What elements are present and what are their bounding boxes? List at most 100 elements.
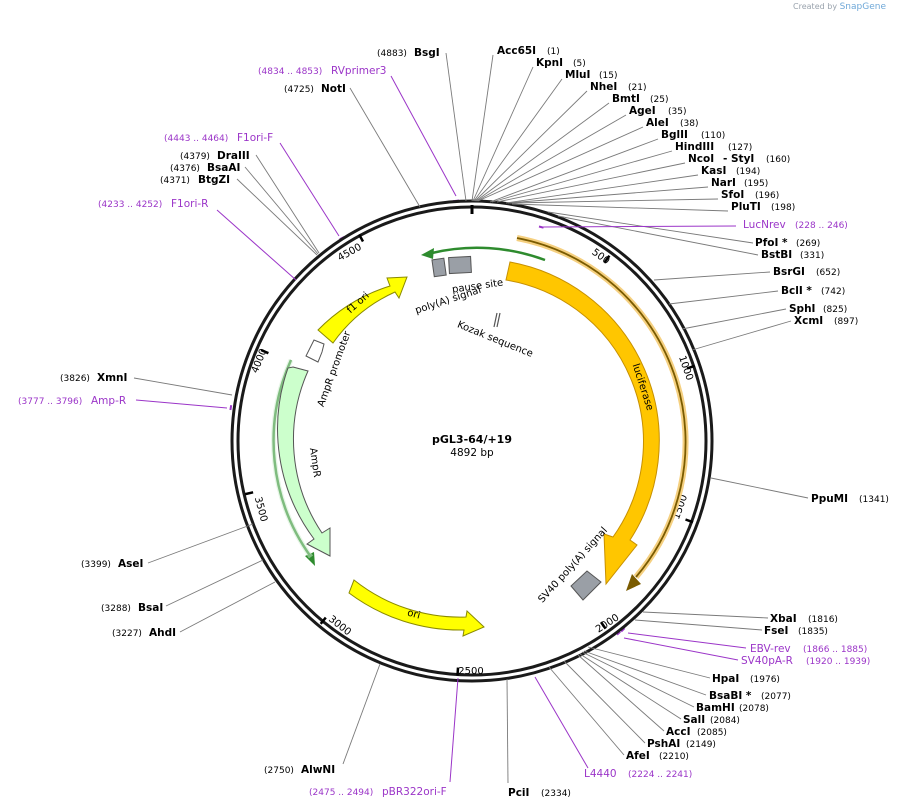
- site-acc65i: Acc65I(1): [497, 45, 560, 57]
- leader-hindiii: [491, 150, 673, 203]
- snapgene-logo: SnapGene: [839, 2, 886, 12]
- tick-1500: [685, 518, 694, 524]
- site-nari: NarI(195): [711, 177, 768, 189]
- site-ncoi-styi: NcoI-StyI(160): [688, 153, 790, 165]
- site-sali: SalI(2084): [683, 714, 740, 726]
- tick-3500: [245, 491, 254, 496]
- site-bsabi: BsaBI *(2077): [709, 690, 791, 702]
- site-bsgi: (4883)BsgI: [377, 47, 440, 59]
- leader-pluti: [511, 203, 729, 212]
- leader-afei: [548, 666, 625, 756]
- leader-nhei: [474, 90, 588, 202]
- ori-arrow: [348, 579, 485, 637]
- leader-pfoi: [547, 211, 754, 244]
- polya-signal-box: [431, 257, 447, 278]
- primer-labels: LucNrev(228 .. 246) EBV-rev(1866 .. 1885…: [18, 65, 870, 798]
- luciferase-arrow: [505, 261, 660, 586]
- leader-bcli: [668, 290, 779, 305]
- site-fsei: FseI(1835): [764, 625, 828, 637]
- leader-bsabi: [583, 650, 707, 696]
- tick-2500: [456, 667, 460, 676]
- site-pluti: PluTI(198): [731, 201, 795, 213]
- kozak-mark-1: [493, 312, 498, 328]
- site-kpni: KpnI(5): [536, 57, 586, 69]
- tick-label-4500: 4500: [336, 242, 364, 264]
- leader-f1ori-f: [279, 142, 340, 237]
- site-xbai: XbaI(1816): [770, 613, 838, 625]
- leader-bamhi: [581, 651, 695, 708]
- tick-marks: [245, 233, 696, 676]
- leader-sfoi: [509, 198, 719, 204]
- primer-mark-amp-r: [229, 405, 233, 411]
- site-noti: (4725)NotI: [284, 83, 346, 95]
- pause-site-box: [448, 255, 472, 275]
- leader-xcmi: [691, 320, 792, 351]
- site-alwni: (2750)AlwNI: [264, 764, 335, 776]
- plasmid-name: pGL3-64/+19: [432, 433, 512, 446]
- leader-ncoi: [496, 162, 686, 203]
- leader-acci: [577, 654, 665, 732]
- leader-btgzi: [236, 178, 318, 256]
- credit: Created by SnapGene: [793, 2, 886, 12]
- leader-mlui: [473, 78, 563, 202]
- credit-prefix: Created by: [793, 2, 838, 11]
- leader-sphi: [681, 308, 787, 330]
- site-draiii: (4379)DraIII: [180, 150, 250, 162]
- primer-leaders: [135, 75, 747, 783]
- tick-2000: [599, 621, 607, 630]
- leader-f1ori-r: [216, 209, 297, 281]
- leader-bsgi: [445, 52, 467, 202]
- ampr-arc-glow: [271, 358, 314, 559]
- leader-ahdi: [179, 581, 276, 633]
- site-sphi: SphI(825): [789, 303, 847, 315]
- primer-rvprimer3: (4834 .. 4853)RVprimer3: [258, 65, 387, 77]
- leader-bglii: [489, 138, 659, 203]
- tick-4000: [260, 348, 269, 355]
- leader-pcii: [506, 678, 509, 784]
- site-mlui: MluI(15): [565, 69, 617, 81]
- site-xmni: (3826)XmnI: [60, 372, 127, 384]
- leader-noti: [349, 87, 421, 208]
- site-bcli: BclI *(742): [781, 285, 845, 297]
- leader-rvprimer3: [390, 75, 457, 197]
- leader-xbai: [642, 611, 769, 619]
- site-xcmi: XcmI(897): [794, 315, 858, 327]
- site-labels-right: Acc65I(1) KpnI(5) MluI(15) NheI(21) BmtI…: [497, 45, 889, 799]
- leader-bsai: [165, 559, 264, 607]
- site-ppumi: PpuMI(1341): [811, 493, 889, 505]
- ori-label: ori: [406, 608, 421, 622]
- leader-fsei: [634, 619, 763, 631]
- primer-f1ori-f: (4443 .. 4464)F1ori-F: [164, 132, 273, 144]
- kozak-label: Kozak sequence: [455, 319, 534, 359]
- leader-lucnrev: [541, 225, 737, 228]
- primer-mark-lucnrev: [538, 225, 544, 229]
- site-alei: AleI(38): [646, 117, 698, 129]
- pause-site-arc: [431, 246, 546, 262]
- ampr-label: AmpR: [307, 447, 322, 478]
- plasmid-size: 4892 bp: [450, 447, 494, 459]
- tick-1000: [686, 364, 696, 370]
- leader-ppumi: [710, 477, 809, 499]
- leader-bsrgi: [653, 271, 771, 281]
- site-bmti: BmtI(25): [612, 93, 668, 105]
- site-bglii: BglII(110): [661, 129, 725, 141]
- leader-alei: [477, 126, 644, 202]
- tick-label-2500: 2500: [458, 666, 483, 677]
- leader-sali: [579, 653, 682, 720]
- pause-site-arrowhead: [421, 248, 434, 259]
- features: [271, 235, 689, 637]
- site-bstbi: BstBI(331): [761, 249, 824, 261]
- leader-l4440: [534, 676, 589, 769]
- primer-f1ori-r: (4233 .. 4252)F1ori-R: [98, 198, 208, 210]
- leader-alwni: [342, 663, 381, 765]
- tick-3000: [319, 616, 327, 625]
- sv40-polya-box: [570, 570, 602, 601]
- tick-4500: [358, 233, 365, 243]
- site-pcii: PciI(2334): [508, 787, 571, 799]
- ampr-arrow: [277, 366, 331, 557]
- primer-l4440: L4440(2224 .. 2241): [584, 768, 692, 780]
- primer-mark-ebv-rev: [620, 627, 626, 633]
- site-pfoi: PfoI *(269): [755, 237, 820, 249]
- site-bsai: (3288)BsaI: [101, 602, 163, 614]
- leader-agei: [476, 114, 627, 202]
